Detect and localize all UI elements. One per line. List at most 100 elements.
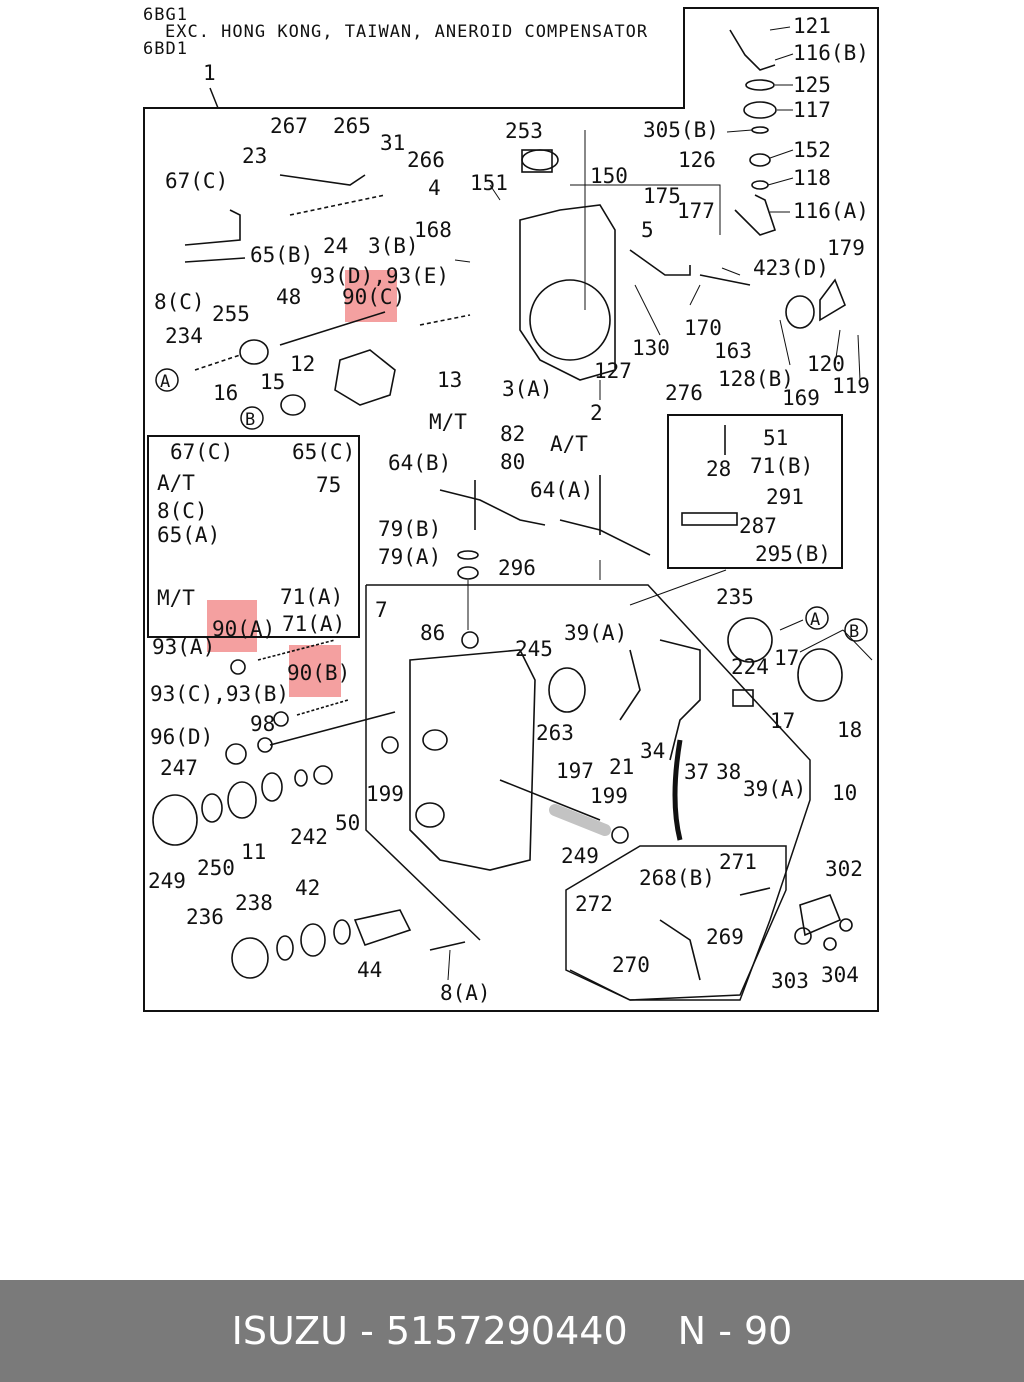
part-label: 242 [290, 825, 328, 849]
part-label: 67(C) [170, 440, 233, 464]
part-label: 37 [684, 760, 709, 784]
part-label: 125 [793, 73, 831, 97]
part-label: 305(B) [643, 118, 719, 142]
part-label: 18 [837, 718, 862, 742]
part-label: 67(C) [165, 169, 228, 193]
page-prefix: N [677, 1309, 707, 1353]
part-label: 7 [375, 598, 388, 622]
part-label: 253 [505, 119, 543, 143]
exploded-parts-diagram: 6BG1 EXC. HONG KONG, TAIWAN, ANEROID COM… [143, 5, 879, 1012]
part-label: 276 [665, 381, 703, 405]
part-label: 120 [807, 352, 845, 376]
part-label: A/T [550, 432, 588, 456]
part-label: 236 [186, 905, 224, 929]
part-label: 50 [335, 811, 360, 835]
part-label: 168 [414, 218, 452, 242]
part-label: 169 [782, 386, 820, 410]
part-label: 179 [827, 236, 865, 260]
part-label: 98 [250, 712, 275, 736]
header-engine-1: 6BG1 [143, 5, 188, 25]
part-label: 255 [212, 302, 250, 326]
part-label: 31 [380, 131, 405, 155]
part-label: 71(A) [282, 612, 345, 636]
part-label: 152 [793, 138, 831, 162]
inset-lever-frame [147, 435, 360, 638]
part-label: 130 [632, 336, 670, 360]
part-label: 235 [716, 585, 754, 609]
part-label: 24 [323, 234, 348, 258]
callout-a-2: A [810, 610, 820, 630]
part-label: 2 [590, 401, 603, 425]
part-label: 238 [235, 891, 273, 915]
part-label: 199 [590, 784, 628, 808]
part-label: 42 [295, 876, 320, 900]
part-label: 39(A) [564, 621, 627, 645]
part-label: 287 [739, 514, 777, 538]
part-label: 90(C) [342, 285, 405, 309]
part-label: 17 [774, 646, 799, 670]
part-label: 28 [706, 457, 731, 481]
part-label: 71(B) [750, 454, 813, 478]
part-label: M/T [157, 586, 195, 610]
part-label: 270 [612, 953, 650, 977]
part-label: 267 [270, 114, 308, 138]
highlight-90a [207, 600, 257, 652]
part-label: 116(B) [793, 41, 869, 65]
part-label: 249 [148, 869, 186, 893]
part-label: 302 [825, 857, 863, 881]
part-label: 5 [641, 218, 654, 242]
part-label: 93(A) [152, 635, 215, 659]
part-label: 177 [677, 199, 715, 223]
part-label: 23 [242, 144, 267, 168]
header-exclusion-note: EXC. HONG KONG, TAIWAN, ANEROID COMPENSA… [165, 22, 648, 42]
part-label: 79(A) [378, 545, 441, 569]
part-label: 64(B) [388, 451, 451, 475]
part-label: 126 [678, 148, 716, 172]
header-engine-2: 6BD1 [143, 39, 188, 59]
part-label: M/T [429, 410, 467, 434]
part-label: 16 [213, 381, 238, 405]
separator-2: - [718, 1309, 732, 1353]
part-label: 80 [500, 450, 525, 474]
part-label: 175 [643, 184, 681, 208]
callout-circles [155, 368, 868, 642]
part-label: 268(B) [639, 866, 715, 890]
part-label: 151 [470, 171, 508, 195]
part-label: 121 [793, 14, 831, 38]
part-label: 93(D),93(E) [310, 264, 449, 288]
part-label: 82 [500, 422, 525, 446]
highlight-group [207, 270, 397, 697]
part-label: 13 [437, 368, 462, 392]
part-label: 271 [719, 850, 757, 874]
separator-1: - [360, 1309, 374, 1353]
part-label: 265 [333, 114, 371, 138]
leader-lines [447, 26, 873, 981]
highlight-90c [345, 270, 397, 322]
part-label: 75 [316, 473, 341, 497]
part-label: 17 [770, 709, 795, 733]
part-label: 170 [684, 316, 722, 340]
highlight-90b [289, 645, 341, 697]
part-label: 250 [197, 856, 235, 880]
part-label: 304 [821, 963, 859, 987]
part-label: 51 [763, 426, 788, 450]
part-label: 10 [832, 781, 857, 805]
part-label: 44 [357, 958, 382, 982]
callout-b-1: B [245, 410, 255, 430]
governor-frame [366, 584, 811, 1001]
part-label: 65(C) [292, 440, 355, 464]
diagram-frame [143, 7, 879, 1012]
part-label: 71(A) [280, 585, 343, 609]
part-label: 116(A) [793, 199, 869, 223]
callout-b-2: B [849, 622, 859, 642]
part-label: 34 [640, 739, 665, 763]
part-label: 79(B) [378, 517, 441, 541]
page-number: 90 [744, 1309, 793, 1353]
part-label: 234 [165, 324, 203, 348]
part-label: 11 [241, 840, 266, 864]
part-label: 65(B) [250, 243, 313, 267]
callout-a-1: A [160, 372, 170, 392]
part-label: 245 [515, 637, 553, 661]
part-label: 21 [609, 755, 634, 779]
part-label: 96(D) [150, 725, 213, 749]
